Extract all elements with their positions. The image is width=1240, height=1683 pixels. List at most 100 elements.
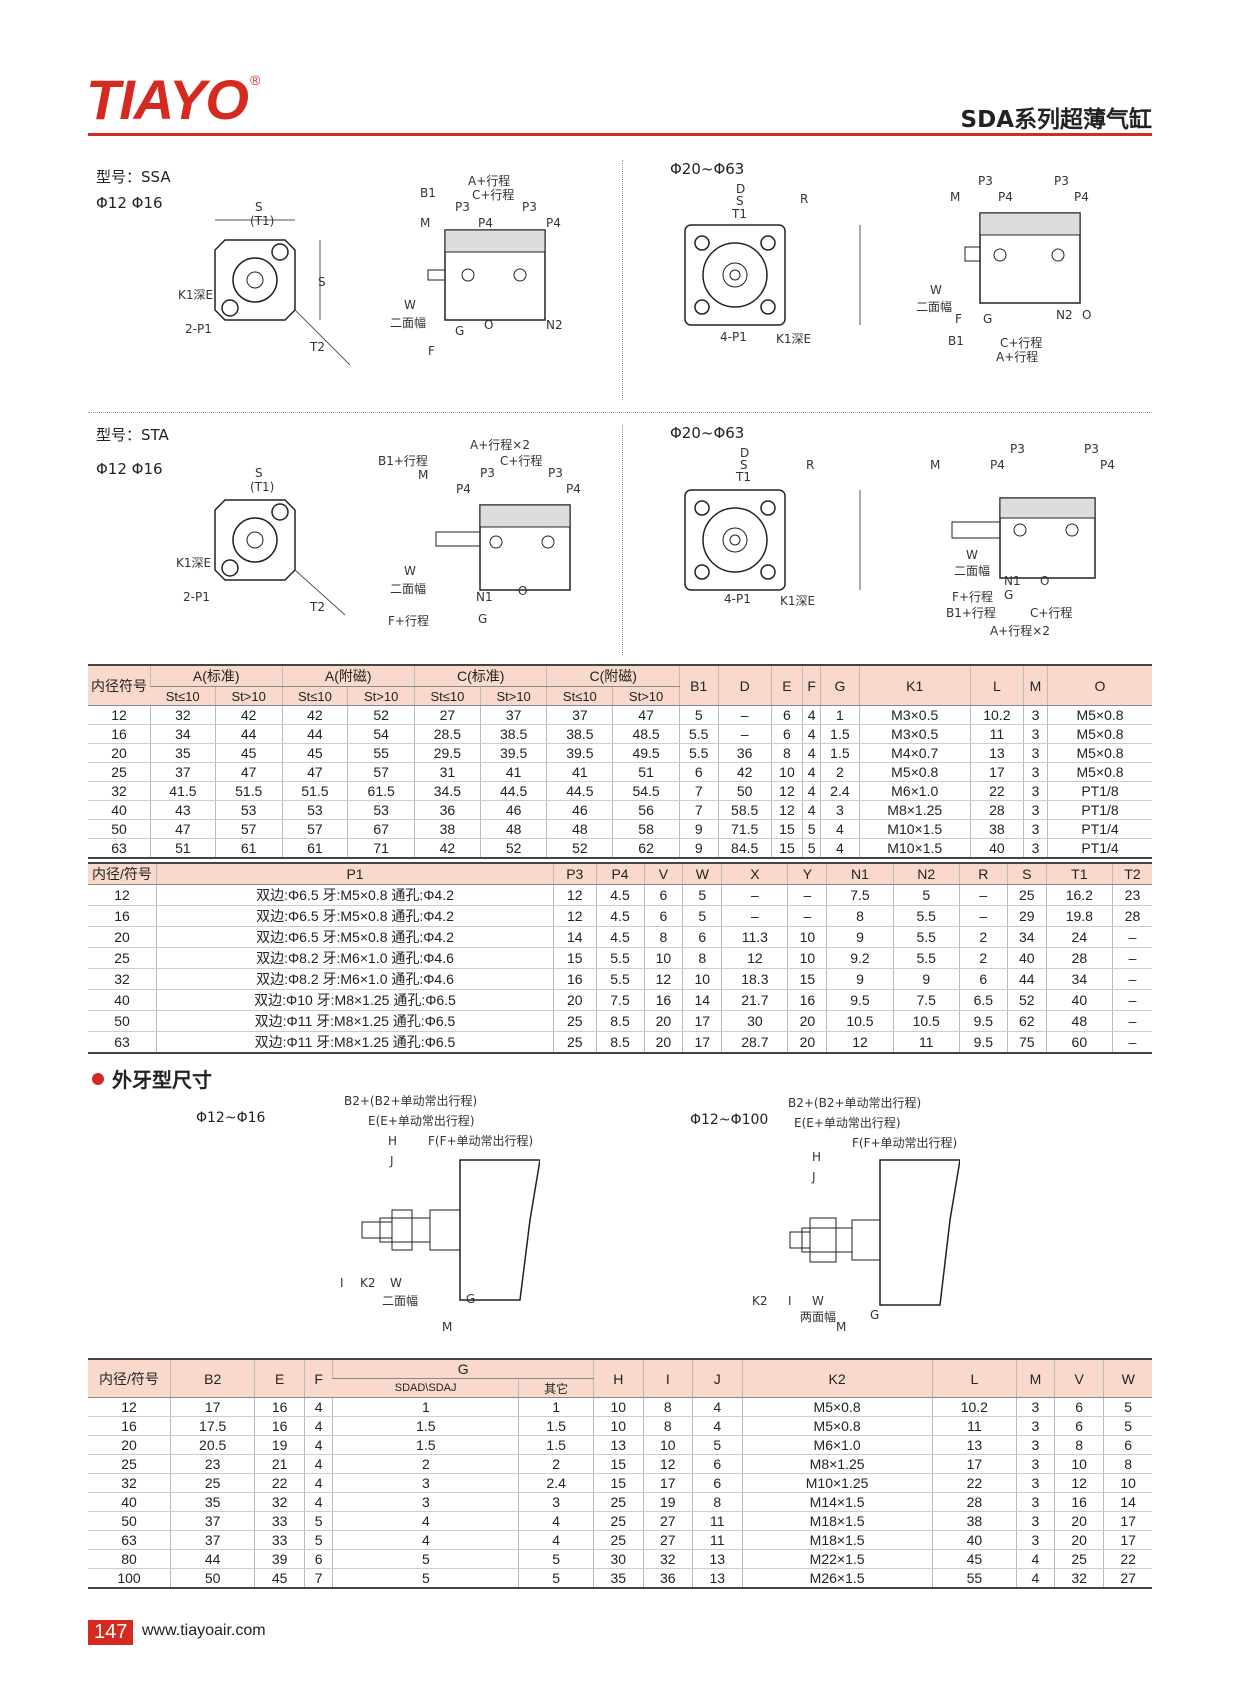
dim-fe-l: F(F+单动常出行程): [852, 1136, 958, 1150]
table-cell: 3: [1023, 762, 1048, 782]
table-cell: 16: [553, 968, 596, 990]
table-cell: 12: [553, 884, 596, 906]
table-cell: 55: [931, 1568, 1017, 1589]
table-cell: 80: [88, 1549, 171, 1569]
table-cell: 25: [169, 1473, 255, 1493]
col-header: E: [254, 1359, 305, 1398]
table-cell: 6: [958, 968, 1008, 990]
table-cell: 40: [88, 800, 151, 820]
dim-flats-sta: 二面幅: [390, 582, 427, 596]
dim-p4-l: P4: [998, 190, 1013, 204]
col-header: G: [332, 1359, 594, 1379]
table-cell: M10×1.5: [858, 819, 971, 839]
table-cell: 7.5: [892, 989, 960, 1011]
table-cell: 53: [281, 800, 348, 820]
table-cell: 67: [347, 819, 415, 839]
dim-b2: B2+(B2+单动常出行程): [344, 1094, 478, 1108]
table-cell: 52: [347, 705, 415, 725]
col-header: I: [642, 1359, 693, 1398]
dim-m-extl: M: [836, 1320, 847, 1334]
table-cell: –: [717, 724, 772, 744]
table-cell: 双边:Φ11 牙:M8×1.25 通孔:Φ6.5: [156, 1031, 554, 1054]
table-cell: 3: [1023, 838, 1048, 859]
table-cell: 52: [479, 838, 547, 859]
dim-k1: K1深E: [178, 288, 214, 302]
table-cell: 22: [969, 781, 1024, 801]
table-cell: 5: [892, 884, 960, 906]
table-cell: 23: [1111, 884, 1152, 906]
sub-header: St≤10: [281, 686, 348, 706]
dim-p4b: P4: [546, 216, 561, 230]
table-cell: 39.5: [479, 743, 547, 763]
table-cell: 双边:Φ8.2 牙:M6×1.0 通孔:Φ4.6: [156, 947, 554, 969]
table-cell: 38: [413, 819, 481, 839]
table-cell: 32: [88, 968, 157, 990]
registered-mark: ®: [250, 72, 261, 88]
table-cell: 16: [643, 989, 683, 1011]
dim-p3b: P3: [522, 200, 537, 214]
dim-n2: N2: [546, 318, 563, 332]
table-cell: 双边:Φ6.5 牙:M5×0.8 通孔:Φ4.2: [156, 884, 554, 906]
ssa-bore-large: Φ20~Φ63: [670, 160, 745, 178]
col-header: N2: [892, 863, 960, 885]
table-cell: 3: [332, 1492, 519, 1512]
dim-k2-l: K2: [752, 1294, 768, 1308]
table-cell: 50: [88, 1511, 171, 1531]
table-cell: 100: [88, 1568, 171, 1589]
table-cell: 10.2: [931, 1397, 1017, 1417]
dim-p4-sl2: P4: [1100, 458, 1115, 472]
col-header: B1: [678, 665, 719, 706]
table-cell: 8: [642, 1416, 693, 1436]
page-title: SDA系列超薄气缸: [960, 107, 1152, 133]
table-cell: 9: [892, 968, 960, 990]
table-cell: 1.5: [820, 724, 860, 744]
table-cell: M5×0.8: [1047, 762, 1152, 782]
table-cell: 36: [413, 800, 481, 820]
table-cell: 9.5: [958, 1031, 1008, 1054]
dim-o: O: [484, 318, 494, 332]
table-cell: 49.5: [612, 743, 680, 763]
table-cell: 16: [1053, 1492, 1104, 1512]
table-cell: 20: [1053, 1511, 1104, 1531]
table-cell: 25: [88, 947, 157, 969]
table-cell: 8: [770, 743, 803, 763]
dim-d: D: [736, 182, 746, 196]
table-cell: 5.5: [595, 968, 644, 990]
dim-s: S: [255, 200, 263, 214]
col-header: M: [1023, 665, 1048, 706]
table-cell: 30: [593, 1549, 644, 1569]
table-cell: 5: [303, 1511, 333, 1531]
table-cell: 6: [682, 926, 722, 948]
ssa-large-front-drawing: [684, 224, 861, 326]
table-cell: 13: [969, 743, 1024, 763]
table-cell: 20.5: [169, 1435, 255, 1455]
table-cell: 17: [642, 1473, 693, 1493]
dim-a2: A+行程×2: [470, 438, 530, 452]
table-cell: 9: [826, 926, 894, 948]
dim-m-ext: M: [442, 1320, 453, 1334]
table-cell: 48: [1045, 1010, 1113, 1032]
dim-m-sta: M: [418, 468, 429, 482]
sta-model-label: 型号：STA: [96, 426, 169, 444]
table-cell: 22: [1103, 1549, 1152, 1569]
dim-p4-sta: P4: [456, 482, 471, 496]
col-header: T1: [1045, 863, 1113, 885]
dim-j-l: J: [812, 1170, 816, 1184]
table-cell: 25: [88, 1454, 171, 1474]
table-cell: 36: [642, 1568, 693, 1589]
ssa-large-side-drawing: [964, 212, 1081, 304]
table-cell: 15: [593, 1473, 644, 1493]
table-cell: –: [1111, 926, 1152, 948]
table-cell: 3: [1016, 1397, 1055, 1417]
table-cell: 25: [1053, 1549, 1104, 1569]
table-cell: 22: [931, 1473, 1017, 1493]
table-cell: 双边:Φ11 牙:M8×1.25 通孔:Φ6.5: [156, 1010, 554, 1032]
